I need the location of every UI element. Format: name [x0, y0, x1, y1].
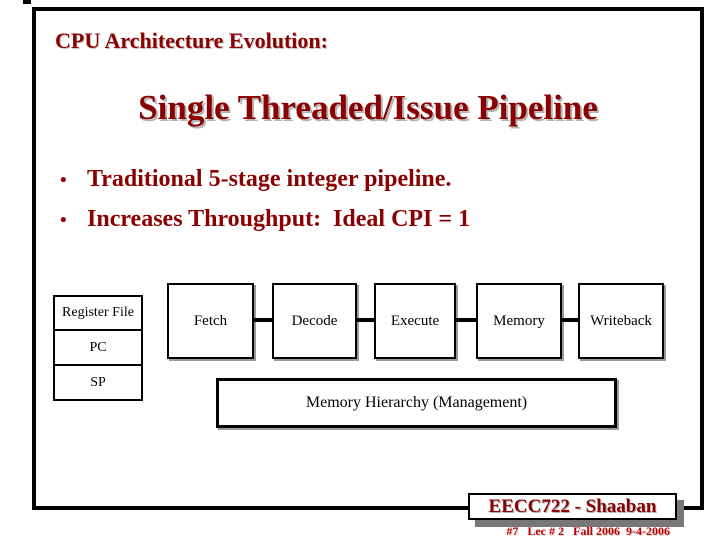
bullet-item: • Increases Throughput: Ideal CPI = 1 — [60, 206, 660, 246]
register-file-box: Register File — [53, 295, 143, 331]
slide-title: Single Threaded/Issue Pipeline — [138, 88, 598, 127]
register-column: Register File PC SP — [53, 295, 143, 401]
stage-box-execute: Execute — [374, 283, 456, 359]
pc-box: PC — [53, 329, 143, 366]
stage-connector — [252, 318, 274, 322]
footer-course-box: EECC722 - Shaaban — [468, 493, 677, 520]
bullet-item: • Traditional 5-stage integer pipeline. — [60, 166, 660, 206]
stage-connector — [454, 318, 478, 322]
stage-connector — [560, 318, 580, 322]
bullet-dot-icon: • — [60, 170, 67, 191]
bullet-dot-icon: • — [60, 210, 67, 231]
pretitle: CPU Architecture Evolution: — [55, 28, 328, 53]
stage-connector — [355, 318, 376, 322]
memory-hierarchy-box: Memory Hierarchy (Management) — [216, 378, 617, 428]
bullet-text: Increases Throughput: Ideal CPI = 1 — [87, 206, 471, 232]
bullet-text: Traditional 5-stage integer pipeline. — [87, 166, 452, 192]
sp-box: SP — [53, 364, 143, 401]
footer-details: #7 Lec # 2 Fall 2006 9-4-2006 — [506, 524, 670, 538]
stage-box-decode: Decode — [272, 283, 357, 359]
slide-frame — [32, 7, 704, 510]
corner-tick — [23, 0, 31, 4]
stage-box-memory: Memory — [476, 283, 562, 359]
stage-box-writeback: Writeback — [578, 283, 664, 359]
stage-box-fetch: Fetch — [167, 283, 254, 359]
bullet-list: • Traditional 5-stage integer pipeline. … — [60, 166, 660, 246]
